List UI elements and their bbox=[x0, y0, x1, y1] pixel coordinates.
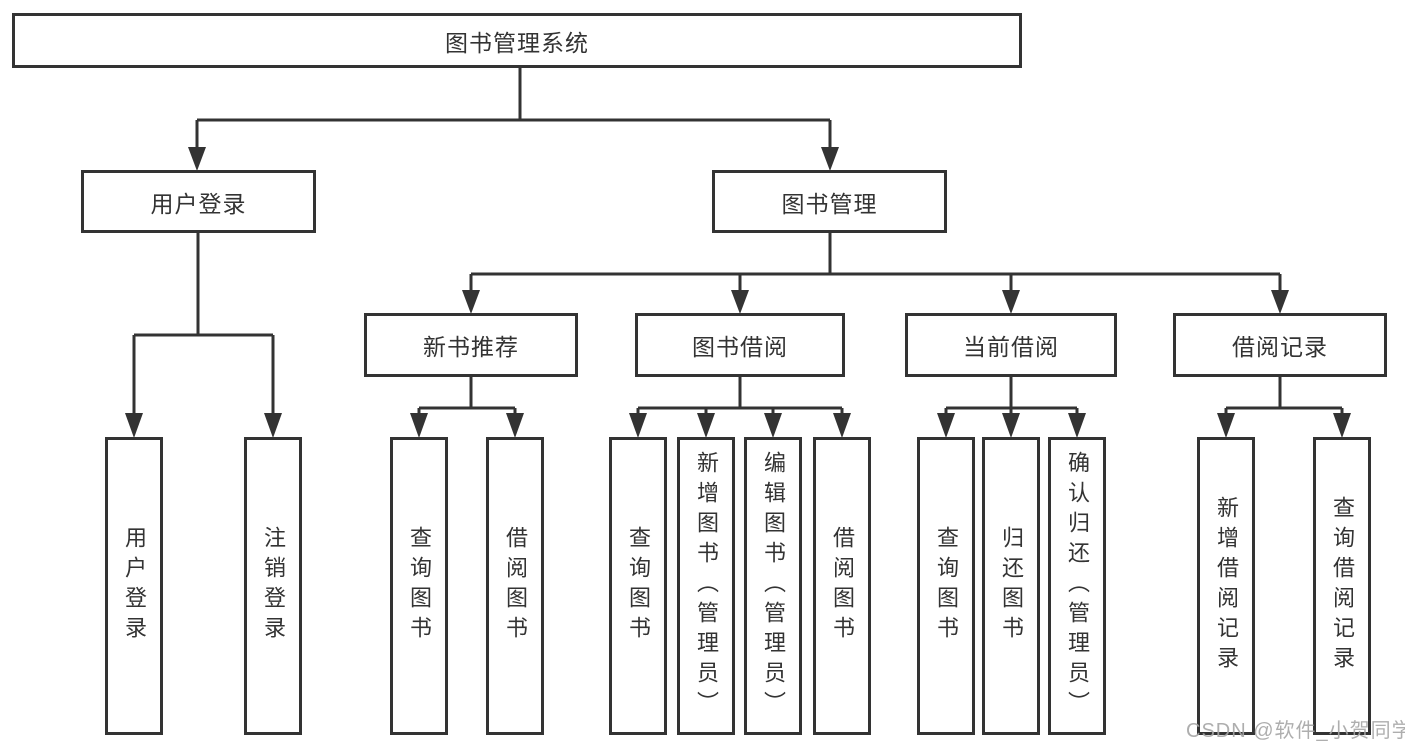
root-node-library-system: 图书管理系统 bbox=[12, 13, 1022, 68]
connector-current-borrow bbox=[944, 377, 1079, 414]
connector-root bbox=[195, 68, 832, 148]
leaf-edit-book-admin: 编辑图书（管理员） bbox=[744, 437, 802, 735]
leaf-confirm-return-admin: 确认归还（管理员） bbox=[1048, 437, 1106, 735]
connector-book-borrow bbox=[636, 377, 844, 414]
leaf-query-borrow-record: 查询借阅记录 bbox=[1313, 437, 1371, 735]
node-borrow-records: 借阅记录 bbox=[1173, 313, 1387, 377]
connector-user-login bbox=[132, 233, 275, 414]
leaf-query-books-borrow: 查询图书 bbox=[609, 437, 667, 735]
leaf-user-login: 用户登录 bbox=[105, 437, 163, 735]
connector-book-management bbox=[469, 233, 1282, 291]
leaf-add-borrow-record: 新增借阅记录 bbox=[1197, 437, 1255, 735]
leaf-borrow-books-2: 借阅图书 bbox=[813, 437, 871, 735]
connector-borrow-records bbox=[1224, 377, 1344, 414]
node-user-login-branch: 用户登录 bbox=[81, 170, 316, 233]
csdn-watermark: CSDN @软件_小贺同学 bbox=[1186, 720, 1405, 742]
node-book-management: 图书管理 bbox=[712, 170, 947, 233]
leaf-add-book-admin: 新增图书（管理员） bbox=[677, 437, 735, 735]
leaf-return-book: 归还图书 bbox=[982, 437, 1040, 735]
node-current-borrow: 当前借阅 bbox=[905, 313, 1117, 377]
arrowheads bbox=[125, 147, 1351, 438]
leaf-query-books-current: 查询图书 bbox=[917, 437, 975, 735]
leaf-query-books-recommend: 查询图书 bbox=[390, 437, 448, 735]
connector-new-book bbox=[417, 377, 517, 414]
node-new-book-recommend: 新书推荐 bbox=[364, 313, 578, 377]
node-book-borrow: 图书借阅 bbox=[635, 313, 845, 377]
leaf-logout: 注销登录 bbox=[244, 437, 302, 735]
leaf-borrow-books-recommend: 借阅图书 bbox=[486, 437, 544, 735]
